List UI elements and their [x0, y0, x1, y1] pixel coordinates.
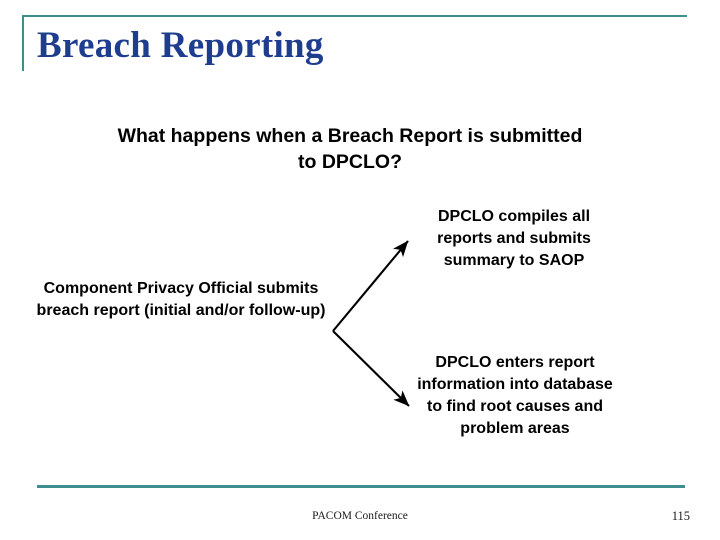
title-top-rule — [22, 15, 687, 17]
title-left-rule — [22, 15, 24, 71]
page-title: Breach Reporting — [37, 25, 324, 66]
flow-node-dpclo-enters: DPCLO enters report information into dat… — [417, 354, 613, 438]
flow-node-component-privacy-official: Component Privacy Official submits breac… — [36, 280, 326, 320]
subtitle-question: What happens when a Breach Report is sub… — [117, 125, 583, 173]
arrow-to-compiles — [332, 240, 409, 332]
footer-conference-label: PACOM Conference — [312, 510, 408, 522]
arrow-to-enters — [332, 330, 410, 407]
footer-rule — [37, 485, 685, 488]
flow-node-dpclo-compiles: DPCLO compiles all reports and submits s… — [437, 208, 591, 270]
footer-page-number: 115 — [671, 509, 690, 523]
